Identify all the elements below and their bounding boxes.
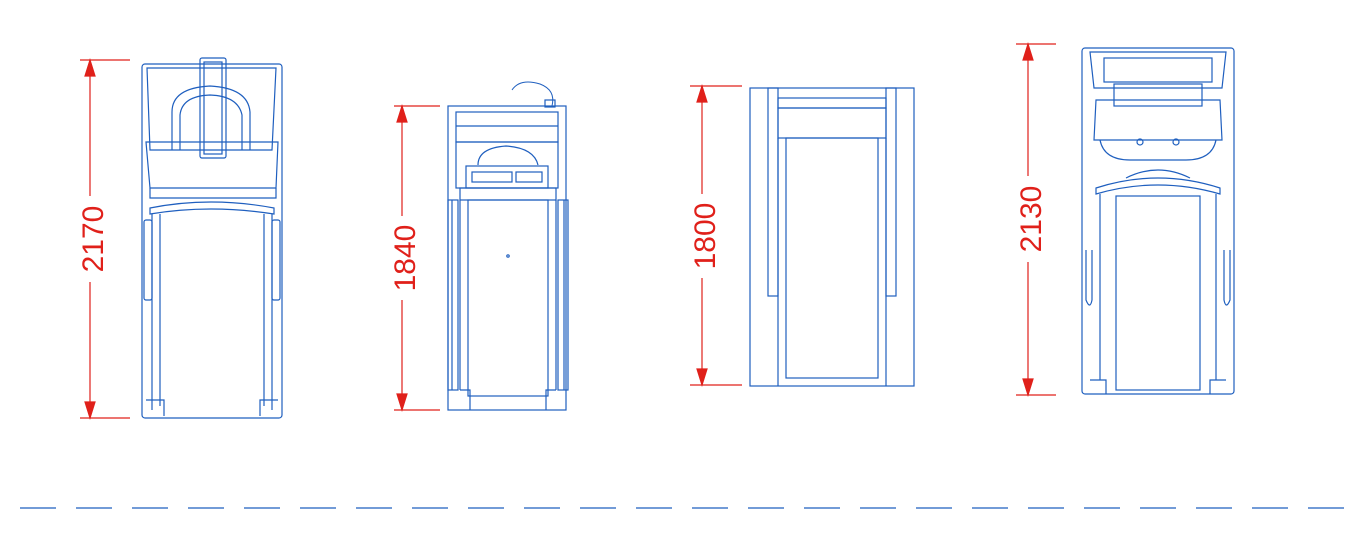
dimension-label-2170: 2170 (77, 206, 110, 273)
treadmill-1-top-view (141, 57, 283, 419)
dimension-label-2130: 2130 (1015, 186, 1048, 253)
dimension-label-1800: 1800 (689, 203, 722, 270)
dimension-1840 (394, 103, 440, 413)
treadmill-2-folded-view (447, 81, 569, 411)
dimension-2130 (1016, 41, 1056, 398)
treadmill-4-top-view (1081, 47, 1235, 395)
dimension-label-1840: 1840 (389, 225, 422, 292)
dimension-2170 (80, 57, 130, 421)
dimension-1800 (690, 83, 742, 388)
treadmill-3-package-view (749, 87, 915, 387)
